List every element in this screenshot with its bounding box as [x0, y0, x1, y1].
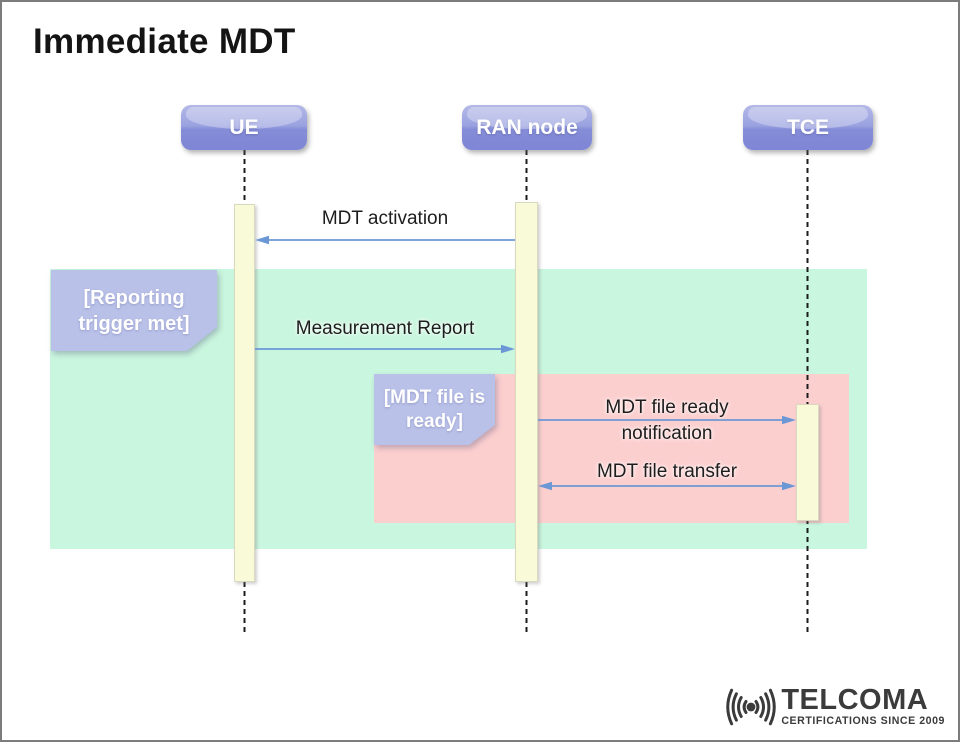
actor-box-tce: TCE	[743, 105, 873, 150]
radio-waves-icon	[726, 688, 777, 726]
condition-line: trigger met]	[78, 312, 190, 335]
condition-label-reporting-trigger: [Reporting trigger met]	[51, 270, 217, 351]
message-mdt-file-ready-notification: MDT file ready notification	[605, 395, 728, 447]
activation-bar-ue	[234, 204, 255, 582]
condition-line: ready]	[405, 410, 464, 432]
logo-tagline: CERTIFICATIONS SINCE 2009	[781, 715, 945, 727]
condition-line: [Reporting	[83, 286, 185, 309]
actor-box-ue: UE	[181, 105, 307, 150]
activation-bar-tce	[796, 404, 819, 521]
message-measurement-report: Measurement Report	[295, 318, 475, 339]
page-title: Immediate MDT	[33, 22, 296, 61]
message-line: MDT file ready	[605, 397, 729, 418]
message-line: notification	[621, 423, 713, 444]
condition-line: [MDT file is	[383, 386, 486, 408]
actor-label-tce: TCE	[787, 115, 829, 139]
logo-name: TELCOMA	[781, 684, 929, 716]
actor-box-ran-node: RAN node	[462, 105, 592, 150]
message-mdt-file-transfer: MDT file transfer	[596, 461, 738, 482]
condition-label-mdt-file-ready: [MDT file is ready]	[374, 374, 495, 445]
message-mdt-activation: MDT activation	[321, 208, 449, 229]
actor-label-ue: UE	[229, 115, 259, 139]
activation-bar-ran-node	[515, 202, 538, 582]
arrow-mdt-activation	[255, 235, 515, 245]
actor-label-ran-node: RAN node	[476, 115, 578, 139]
telcoma-logo: TELCOMA CERTIFICATIONS SINCE 2009	[723, 684, 945, 730]
